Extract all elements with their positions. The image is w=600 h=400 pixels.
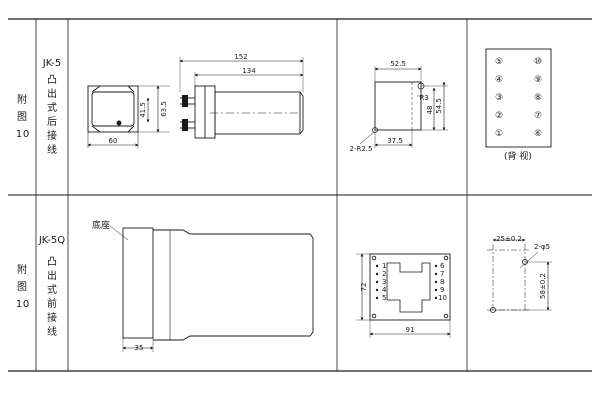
wiring-char: 线 [47, 325, 57, 338]
dim-58-tol: 58±0.2 [539, 273, 547, 299]
cutout-rect [374, 81, 422, 131]
wiring-char: 凸 [47, 74, 57, 86]
row1-wiring-label: 凸 出 式 后 接 线 [47, 74, 57, 156]
wiring-char: 后 [47, 116, 57, 128]
terminal-number: ⑧ [534, 93, 542, 103]
annex-char: 0 [23, 299, 29, 310]
panel-terminal-number: 5 [382, 294, 386, 302]
jk5-panel-cutout [359, 66, 448, 148]
row2-annex-label: 附 图 1 0 [16, 263, 29, 310]
wiring-char: 式 [47, 283, 57, 296]
panel-terminal-number: 1 [382, 262, 386, 270]
base-label: 底座 [92, 219, 110, 231]
dim-r3: R3 [419, 94, 428, 102]
wiring-char: 出 [47, 87, 57, 100]
jk5q-mounting-holes [487, 238, 552, 313]
panel-terminal-number: 9 [440, 286, 444, 294]
terminal-box [485, 48, 552, 148]
row1-annex-label: 附 图 1 0 [16, 93, 29, 140]
terminal-right-column: ⑩ ⑨ ⑧ ⑦ ⑥ [534, 57, 542, 139]
dim-60: 60 [109, 137, 118, 145]
row2-wiring-label: 凸 出 式 前 接 线 [47, 256, 57, 338]
wiring-char: 出 [47, 269, 57, 282]
wiring-char: 式 [47, 101, 57, 114]
terminal-number: ④ [495, 75, 503, 85]
dim-54-5: 54.5 [435, 98, 443, 114]
annex-char: 图 [17, 111, 27, 123]
row2-model-label: JK-5Q [38, 235, 65, 246]
jk5-outline-drawing [87, 57, 304, 148]
terminal-number: ⑨ [534, 75, 542, 85]
panel-terminal-number: 2 [382, 270, 386, 278]
panel-terminal-number: 10 [438, 294, 447, 302]
panel-terminal-number: 7 [440, 270, 444, 278]
dim-48: 48 [426, 106, 434, 115]
annex-char: 图 [17, 281, 27, 293]
terminal-left-column: ⑤ ④ ③ ② ① [495, 57, 503, 139]
terminal-number: ① [495, 129, 503, 139]
dim-152: 152 [234, 53, 247, 61]
terminal-number: ⑩ [534, 57, 542, 67]
annex-char: 1 [16, 299, 22, 310]
front-view-body [87, 85, 139, 133]
annex-char: 附 [17, 93, 27, 106]
table-grid [8, 18, 592, 372]
wiring-char: 接 [47, 311, 57, 324]
wiring-char: 接 [47, 129, 57, 142]
dim-134: 134 [242, 67, 256, 75]
annex-char: 1 [16, 129, 22, 140]
dim-25-tol: 25±0.2 [496, 235, 522, 243]
dim-63-5: 63.5 [160, 101, 168, 117]
annex-char: 附 [17, 263, 27, 276]
dim-2-r2-5: 2-R2.5 [350, 145, 373, 153]
wiring-char: 线 [47, 143, 57, 156]
dim-91: 91 [406, 326, 415, 334]
dim-41-5: 41.5 [139, 102, 147, 118]
dim-35: 35 [135, 344, 144, 352]
panel-terminal-right-column: 6 7 8 9 10 [438, 262, 447, 302]
wiring-char: 前 [47, 297, 57, 310]
terminal-number: ⑦ [534, 111, 542, 121]
base-block [122, 227, 154, 339]
dim-37-5: 37.5 [387, 137, 403, 145]
jk5q-outline-drawing [109, 225, 314, 352]
dim-72: 72 [360, 283, 368, 292]
terminal-number: ③ [495, 93, 503, 103]
panel-terminal-number: 4 [382, 286, 387, 294]
panel-terminal-number: 6 [440, 262, 445, 270]
wiring-char: 凸 [47, 256, 57, 268]
panel-terminal-number: 3 [382, 278, 386, 286]
terminal-number: ⑤ [495, 57, 503, 67]
jk5q-panel-front-view [356, 253, 451, 338]
dim-2-phi5: 2-φ5 [534, 243, 550, 251]
dim-52-5: 52.5 [390, 60, 406, 68]
panel-terminal-number: 8 [440, 278, 444, 286]
panel-rect [369, 253, 451, 321]
terminal-number: ② [495, 111, 503, 121]
back-view-caption: (背 视) [504, 150, 532, 162]
panel-terminal-left-column: 1 2 3 4 5 [382, 262, 387, 302]
annex-char: 0 [23, 129, 29, 140]
row1-model-label: JK-5 [42, 58, 61, 69]
terminal-number: ⑥ [534, 129, 542, 139]
